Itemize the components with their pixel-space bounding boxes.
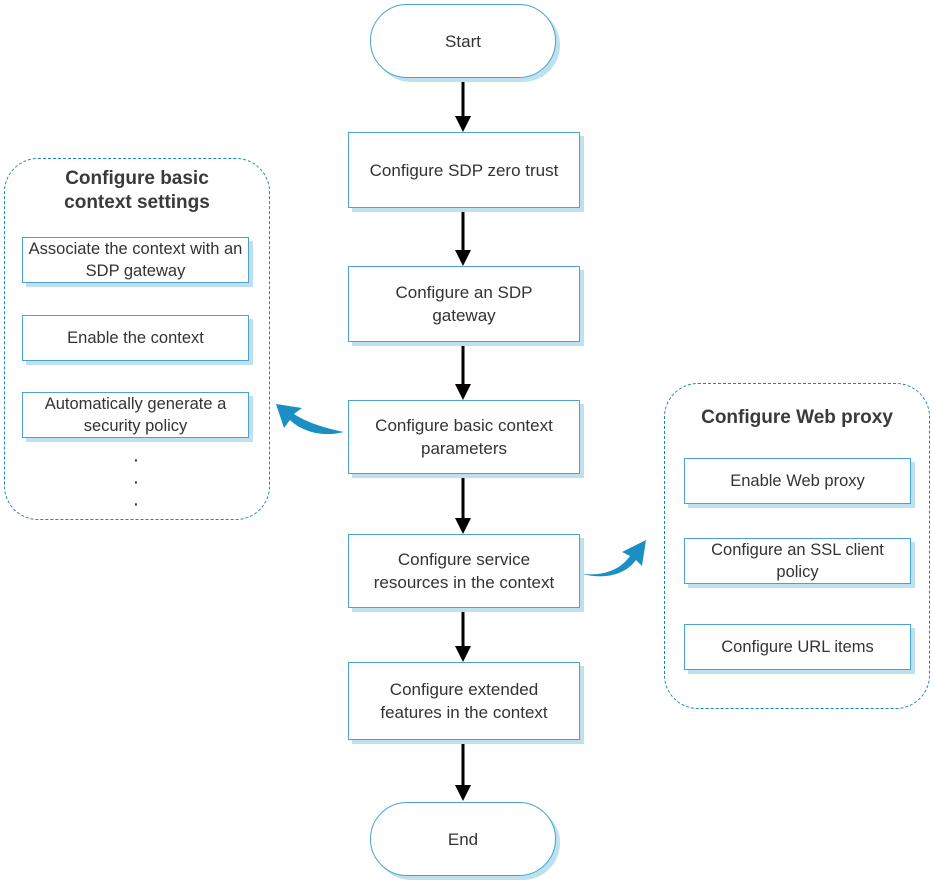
enable-web-proxy-label: Enable Web proxy (730, 472, 865, 490)
step5-label: Configure extended features in the conte… (380, 680, 548, 722)
web-proxy-title: Configure Web proxy (701, 407, 893, 428)
step-configure-service-resources: Configure service resources in the conte… (348, 534, 580, 608)
step-configure-sdp-gateway: Configure an SDP gateway (348, 266, 580, 342)
step-configure-extended-features: Configure extended features in the conte… (348, 662, 580, 740)
arrowhead-step1 (455, 116, 471, 132)
web-proxy-panel: Configure Web proxy (664, 383, 930, 709)
ellipsis-dot-3: · (132, 493, 140, 515)
enable-web-proxy-item: Enable Web proxy (684, 458, 911, 504)
ssl-client-policy-label: Configure an SSL client policy (711, 541, 884, 581)
arrowhead-step2 (455, 250, 471, 266)
url-items-item: Configure URL items (684, 624, 911, 670)
basic-context-settings-panel: Configure basic context settings (4, 158, 270, 520)
curved-arrow-to-basic-settings (276, 404, 344, 435)
start-label: Start (445, 31, 481, 51)
arrowhead-end (455, 785, 471, 801)
url-items-label: Configure URL items (721, 638, 874, 656)
arrowhead-step3 (455, 384, 471, 400)
associate-gateway-label: Associate the context with an SDP gatewa… (28, 240, 243, 280)
arrowhead-step4 (455, 518, 471, 534)
curved-arrow-to-web-proxy (582, 540, 646, 577)
step2-label: Configure an SDP gateway (395, 283, 533, 325)
start-node: Start (370, 4, 556, 78)
step-configure-sdp-zero-trust: Configure SDP zero trust (348, 132, 580, 208)
basic-context-settings-title: Configure basic context settings (64, 168, 210, 213)
arrowhead-step5 (455, 646, 471, 662)
generate-security-policy-item: Automatically generate a security policy (22, 392, 249, 438)
step3-label: Configure basic context parameters (375, 416, 553, 458)
ellipsis-dot-2: · (132, 471, 140, 493)
ssl-client-policy-item: Configure an SSL client policy (684, 538, 911, 584)
step-configure-basic-context: Configure basic context parameters (348, 400, 580, 474)
step1-label: Configure SDP zero trust (369, 160, 559, 180)
ellipsis-dot-1: · (132, 449, 140, 471)
enable-context-label: Enable the context (67, 329, 204, 347)
end-node: End (370, 802, 556, 876)
enable-context-item: Enable the context (22, 315, 249, 361)
end-label: End (447, 829, 479, 849)
associate-gateway-item: Associate the context with an SDP gatewa… (22, 237, 249, 283)
generate-security-policy-label: Automatically generate a security policy (44, 395, 227, 435)
step4-label: Configure service resources in the conte… (373, 550, 555, 592)
